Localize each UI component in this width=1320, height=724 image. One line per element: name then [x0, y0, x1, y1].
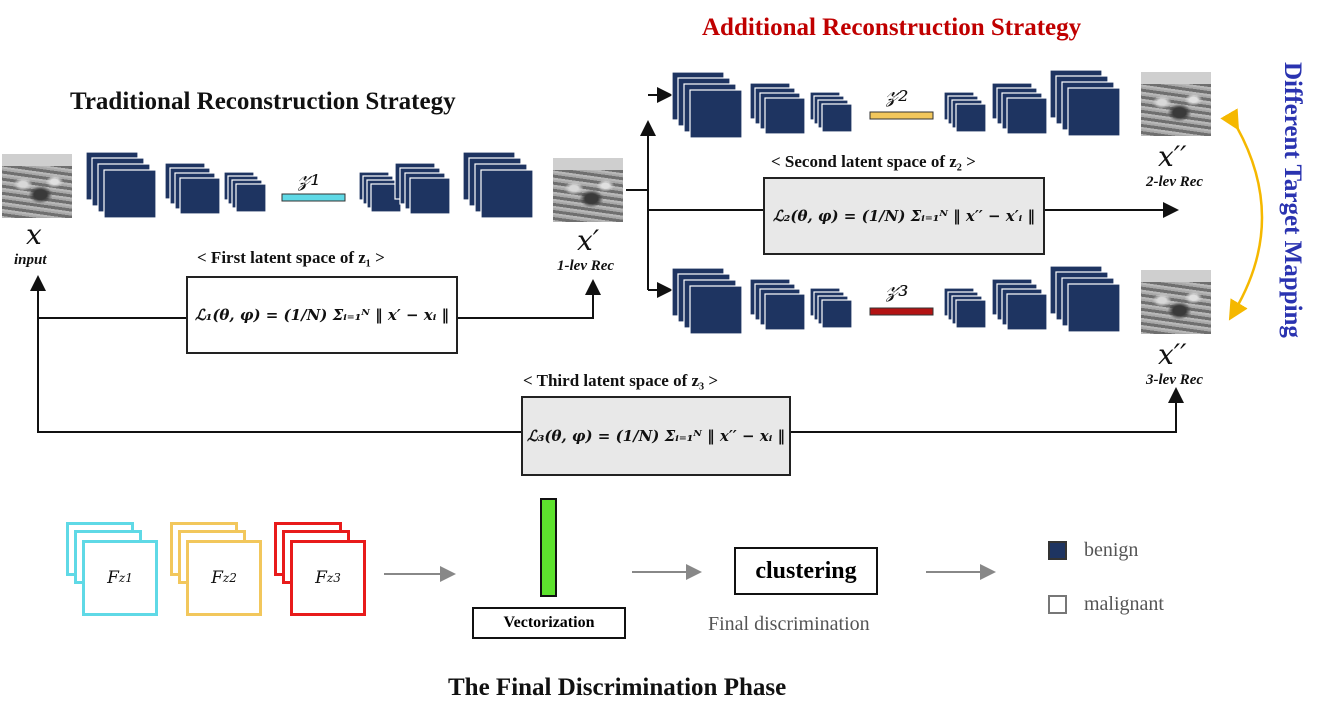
lev2-label: 2-lev Rec — [1146, 174, 1204, 190]
target-mapping-title: Different Target Mapping — [1279, 62, 1306, 338]
input-image — [2, 154, 72, 218]
malignant-label: malignant — [1084, 593, 1164, 615]
vector-bar — [540, 498, 557, 597]
loss1-box: ℒ₁(θ, φ) = (1/N) Σᵢ₌₁ᴺ ‖ x′ − xᵢ ‖ — [186, 276, 458, 354]
x-dprime-top-label: 𝑥′′ — [1158, 140, 1187, 173]
loss3-formula: ℒ₃(θ, φ) = (1/N) Σᵢ₌₁ᴺ ‖ x′′ − xᵢ ‖ — [526, 427, 786, 445]
loss3-box: ℒ₃(θ, φ) = (1/N) Σᵢ₌₁ᴺ ‖ x′′ − xᵢ ‖ — [521, 396, 791, 476]
z1-bar — [281, 193, 346, 202]
first-latent-label: < First latent space of z₁ > — [197, 248, 385, 267]
final-discrimination-label: Final discrimination — [708, 613, 870, 635]
third-latent-label: < Third latent space of z₃ > — [523, 371, 719, 390]
vectorization-box: Vectorization — [472, 607, 626, 639]
x-prime-label: 𝑥′ — [577, 224, 600, 257]
z3-bar — [869, 307, 934, 316]
final-phase-arrows — [384, 564, 996, 582]
rec3-image — [1141, 270, 1211, 334]
z2-label: 𝓏₂ — [886, 78, 909, 108]
x-label: 𝑥 — [26, 218, 42, 251]
ae3-decoder — [943, 265, 1121, 333]
arrow-branches — [626, 87, 1179, 298]
malignant-swatch — [1048, 595, 1067, 614]
x-dprime-bottom-label: 𝑥′′ — [1158, 338, 1187, 371]
additional-strategy-title: Additional Reconstruction Strategy — [702, 14, 1082, 41]
rec2-image — [1141, 72, 1211, 136]
loss2-formula: ℒ₂(θ, φ) = (1/N) Σᵢ₌₁ᴺ ‖ x′′ − x′ᵢ ‖ — [773, 207, 1035, 225]
arrow-loss1 — [30, 275, 601, 319]
ae1-encoder — [85, 151, 267, 219]
z1-label: 𝓏₁ — [298, 162, 321, 192]
ae2-encoder — [671, 71, 853, 139]
ae3-encoder — [671, 267, 853, 335]
ae1-decoder — [358, 151, 534, 219]
arrow-loss3 — [37, 318, 1184, 433]
lev3-label: 3-lev Rec — [1146, 372, 1204, 388]
z3-label: 𝓏₃ — [886, 273, 909, 303]
second-latent-label: < Second latent space of z₂ > — [771, 152, 976, 171]
target-mapping-arrow — [1220, 108, 1264, 321]
loss2-box: ℒ₂(θ, φ) = (1/N) Σᵢ₌₁ᴺ ‖ x′′ − x′ᵢ ‖ — [763, 177, 1045, 255]
ae2-decoder — [943, 69, 1121, 137]
loss1-formula: ℒ₁(θ, φ) = (1/N) Σᵢ₌₁ᴺ ‖ x′ − xᵢ ‖ — [194, 306, 450, 324]
input-label: input — [14, 252, 47, 268]
benign-swatch — [1048, 541, 1067, 560]
traditional-strategy-title: Traditional Reconstruction Strategy — [70, 88, 456, 115]
final-phase-title: The Final Discrimination Phase — [448, 674, 787, 701]
benign-label: benign — [1084, 539, 1139, 561]
z2-bar — [869, 111, 934, 120]
rec1-image — [553, 158, 623, 222]
lev1-label: 1-lev Rec — [557, 258, 615, 274]
clustering-box: clustering — [734, 547, 878, 595]
